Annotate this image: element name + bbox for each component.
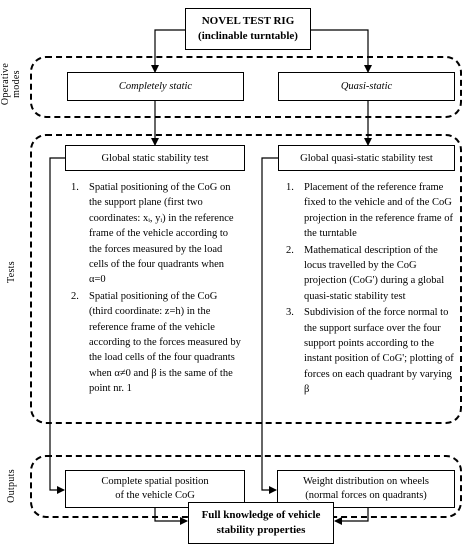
quasi-step-2: 2. Mathematical description of the locus…	[286, 243, 454, 305]
static-test-title-box: Global static stability test	[65, 145, 245, 171]
outputs-label-text: Outputs	[6, 469, 17, 503]
quasi-static-mode-label: Quasi-static	[340, 81, 393, 92]
step-number: 2.	[71, 290, 79, 302]
final-line2: stability properties	[216, 524, 306, 536]
quasi-step-3: 3. Subdivision of the force normal to th…	[286, 305, 454, 397]
step-text: Spatial positioning of the CoG (third co…	[89, 290, 241, 395]
step-text: Mathematical description of the locus tr…	[304, 244, 445, 302]
arrow-left-output-to-final	[154, 508, 188, 525]
operative-label-line1: Operative	[0, 62, 11, 106]
step-number: 1.	[286, 182, 294, 193]
full-knowledge-box: Full knowledge of vehicle stability prop…	[188, 502, 334, 544]
step-number: 1.	[71, 182, 79, 193]
top-subtitle: (inclinable turntable)	[198, 30, 298, 42]
cog-position-output-box: Complete spatial position of the vehicle…	[65, 470, 245, 508]
arrow-quasi-test-to-output	[261, 157, 278, 494]
arrow-static-test-to-output	[49, 157, 65, 494]
tests-label-text: Tests	[6, 261, 17, 283]
outputs-label: Outputs	[6, 466, 18, 506]
tests-label: Tests	[6, 258, 18, 286]
arrow-right-output-to-final	[334, 508, 369, 525]
cog-output-line2: of the vehicle CoG	[115, 490, 195, 501]
static-mode-box: Completely static	[67, 72, 244, 101]
step-text: Placement of the reference frame fixed t…	[304, 182, 453, 240]
step-number: 2.	[286, 244, 294, 256]
cog-output-line1: Complete spatial position	[101, 476, 209, 487]
static-mode-label: Completely static	[118, 81, 193, 92]
tests-group	[30, 134, 462, 424]
weight-distribution-output-box: Weight distribution on wheels (normal fo…	[277, 470, 455, 508]
static-step-2: 2. Spatial positioning of the CoG (third…	[71, 289, 243, 397]
quasi-static-mode-box: Quasi-static	[278, 72, 455, 101]
arrow-top-to-quasi	[311, 29, 372, 73]
quasi-step-1: 1. Placement of the reference frame fixe…	[286, 180, 454, 242]
operative-modes-group	[30, 56, 462, 118]
quasi-test-steps: 1. Placement of the reference frame fixe…	[286, 180, 454, 398]
novel-test-rig-box: NOVEL TEST RIG (inclinable turntable)	[185, 8, 311, 50]
operative-modes-label: Operative modes	[0, 59, 24, 109]
step-text: Subdivision of the force normal to the s…	[304, 307, 454, 396]
weight-output-line1: Weight distribution on wheels	[302, 476, 429, 487]
top-title: NOVEL TEST RIG	[201, 15, 295, 27]
arrow-top-to-static	[151, 29, 185, 73]
modes-label-line2: modes	[11, 70, 22, 98]
step-number: 3.	[286, 307, 294, 319]
final-line1: Full knowledge of vehicle	[201, 509, 321, 521]
static-step-1: 1. Spatial positioning of the CoG on the…	[71, 180, 243, 288]
weight-output-line2: (normal forces on quadrants)	[305, 490, 427, 501]
step-text: Spatial positioning of the CoG on the su…	[89, 182, 234, 286]
quasi-test-title-box: Global quasi-static stability test	[278, 145, 455, 171]
static-test-title: Global static stability test	[101, 152, 209, 164]
quasi-test-title: Global quasi-static stability test	[300, 152, 433, 164]
static-test-steps: 1. Spatial positioning of the CoG on the…	[71, 180, 243, 397]
